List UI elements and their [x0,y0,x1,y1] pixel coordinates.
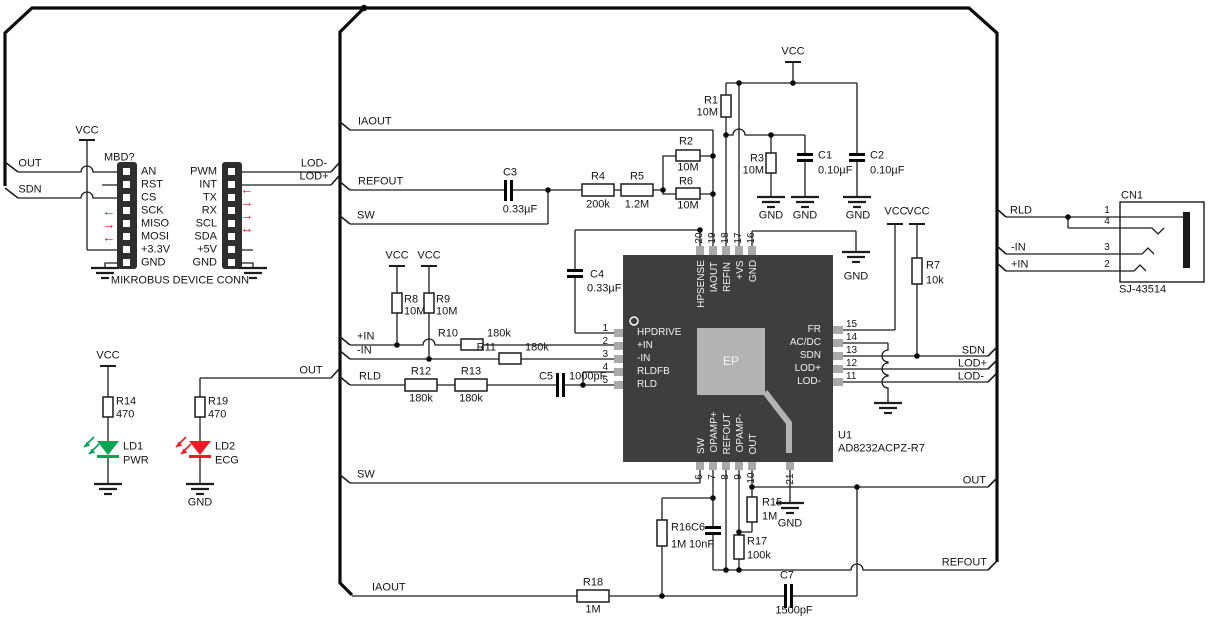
led-pwr-icon [83,436,119,458]
right-side-network [843,223,998,415]
jack-sleeve-icon [1183,212,1190,268]
led-ecg-icon [175,436,211,458]
top-filter-network [338,61,873,334]
bottom-filter-network [338,470,998,608]
led-ecg-circuit [175,368,340,496]
cn1-jack [996,201,1205,283]
ic-u1 [614,246,843,470]
outer-border [3,6,364,199]
ic-ep-pad [697,328,765,395]
led-pwr-circuit [83,365,124,496]
pin1-marker-icon [629,316,639,326]
header-pads [123,168,235,266]
input-network [338,265,614,397]
main-block-border [338,4,999,597]
mikrobus-connector [18,139,340,280]
